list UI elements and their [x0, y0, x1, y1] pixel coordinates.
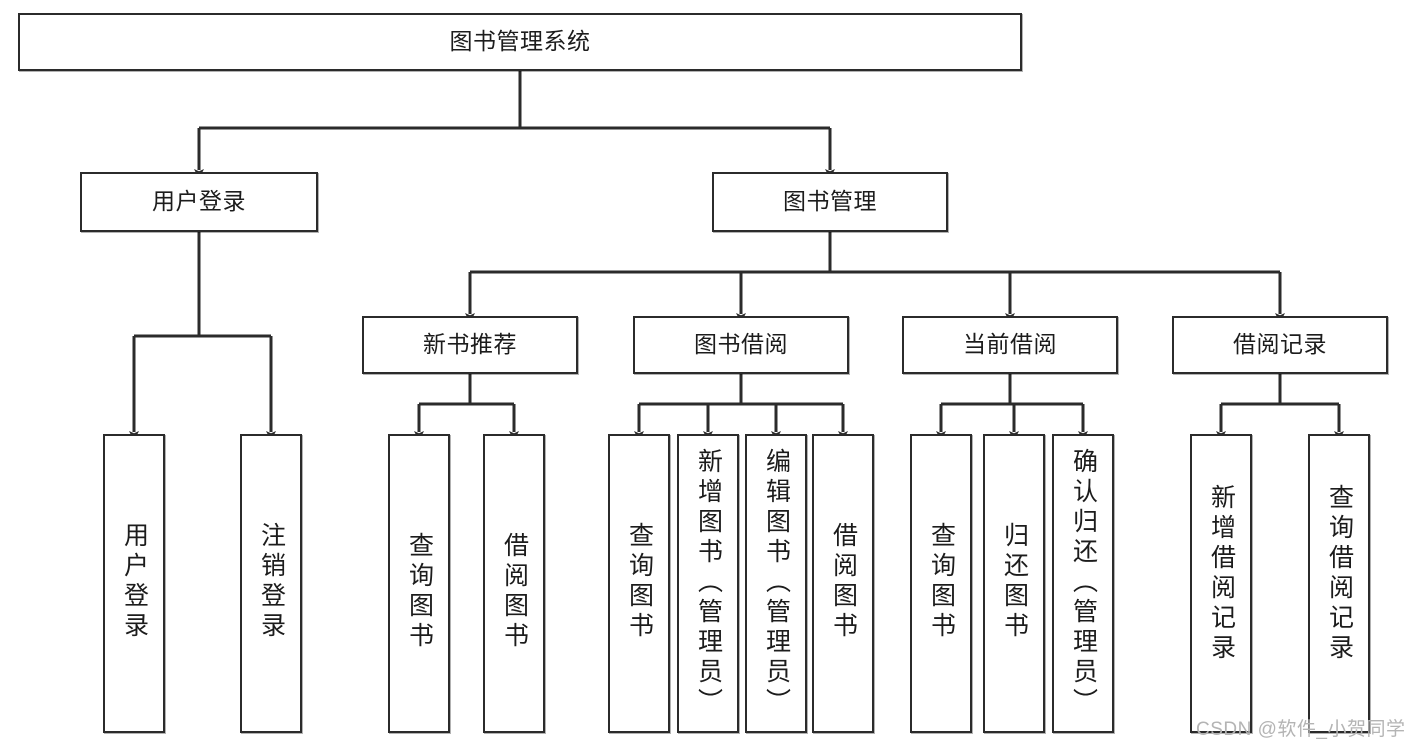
node-label: 用户登录 — [152, 188, 246, 215]
node-label: 借阅记录 — [1233, 331, 1327, 358]
node-label: 查询图书 — [927, 522, 956, 642]
node-label: 编辑图书（管理员） — [762, 448, 791, 718]
node-l3-query-books-c[interactable]: 查询图书 — [910, 434, 972, 733]
node-l3-borrow-books-b[interactable]: 借阅图书 — [812, 434, 874, 733]
node-label: 当前借阅 — [963, 331, 1057, 358]
node-l3-borrow-books-a[interactable]: 借阅图书 — [483, 434, 545, 733]
node-l1-book-mgmt[interactable]: 图书管理 — [712, 172, 948, 232]
node-label: 借阅图书 — [829, 522, 858, 642]
node-l2-new-book-rec[interactable]: 新书推荐 — [362, 316, 578, 374]
node-label: 查询图书 — [405, 532, 434, 652]
node-label: 查询借阅记录 — [1325, 484, 1354, 664]
node-l3-add-record[interactable]: 新增借阅记录 — [1190, 434, 1252, 733]
csdn-watermark: CSDN @软件_小贺同学 — [1196, 719, 1405, 740]
node-label: 注销登录 — [257, 522, 286, 642]
node-label: 归还图书 — [1000, 522, 1029, 642]
node-root[interactable]: 图书管理系统 — [18, 13, 1022, 71]
node-l2-book-borrow[interactable]: 图书借阅 — [633, 316, 849, 374]
node-l3-logout[interactable]: 注销登录 — [240, 434, 302, 733]
node-l3-query-books-b[interactable]: 查询图书 — [608, 434, 670, 733]
node-l3-return-book[interactable]: 归还图书 — [983, 434, 1045, 733]
node-label: 确认归还（管理员） — [1069, 448, 1098, 718]
node-l2-current-borrow[interactable]: 当前借阅 — [902, 316, 1118, 374]
node-l3-confirm-return[interactable]: 确认归还（管理员） — [1052, 434, 1114, 733]
node-l1-user-login[interactable]: 用户登录 — [80, 172, 318, 232]
node-l3-query-books-a[interactable]: 查询图书 — [388, 434, 450, 733]
node-label: 图书借阅 — [694, 331, 788, 358]
node-label: 新书推荐 — [423, 331, 517, 358]
node-label: 查询图书 — [625, 522, 654, 642]
node-l3-query-record[interactable]: 查询借阅记录 — [1308, 434, 1370, 733]
node-label: 借阅图书 — [500, 532, 529, 652]
node-l3-add-book[interactable]: 新增图书（管理员） — [677, 434, 739, 733]
node-l3-user-login[interactable]: 用户登录 — [103, 434, 165, 733]
node-l3-edit-book[interactable]: 编辑图书（管理员） — [745, 434, 807, 733]
node-label: 新增借阅记录 — [1207, 484, 1236, 664]
node-label: 图书管理 — [783, 188, 877, 215]
node-l2-borrow-record[interactable]: 借阅记录 — [1172, 316, 1388, 374]
node-label: 新增图书（管理员） — [694, 448, 723, 718]
node-label: 用户登录 — [120, 522, 149, 642]
node-label: 图书管理系统 — [449, 28, 591, 55]
